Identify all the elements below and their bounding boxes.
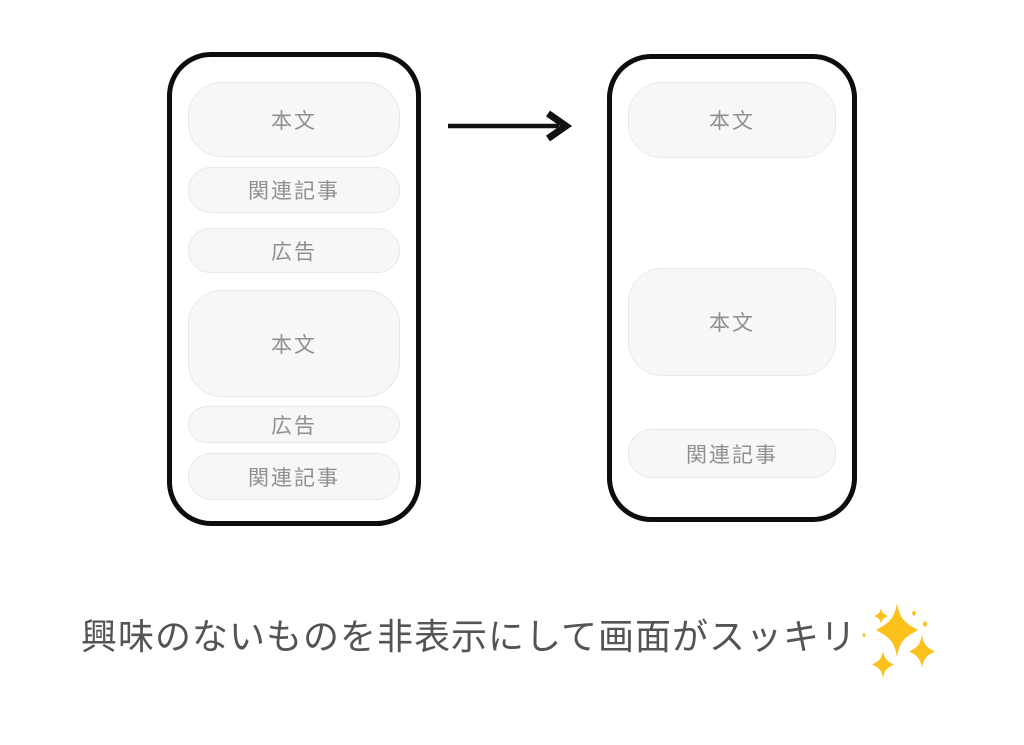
block-ad-2: 広告 — [188, 406, 400, 443]
block-related-2: 関連記事 — [188, 453, 400, 500]
phone-before: 本文 関連記事 広告 本文 広告 関連記事 — [167, 52, 421, 526]
block-related-1: 関連記事 — [628, 429, 836, 478]
block-related-1: 関連記事 — [188, 167, 400, 213]
caption: 興味のないものを非表示にして画面がスッキリ — [0, 596, 1024, 678]
block-body-1: 本文 — [628, 82, 836, 158]
block-body-1: 本文 — [188, 82, 400, 157]
phone-after: 本文 本文 関連記事 — [607, 54, 857, 522]
block-ad-1: 広告 — [188, 228, 400, 273]
caption-text: 興味のないものを非表示にして画面がスッキリ — [81, 616, 857, 657]
block-body-2: 本文 — [188, 290, 400, 397]
sparkles-icon — [862, 603, 935, 678]
block-body-2: 本文 — [628, 268, 836, 376]
right-arrow-icon — [448, 110, 573, 142]
